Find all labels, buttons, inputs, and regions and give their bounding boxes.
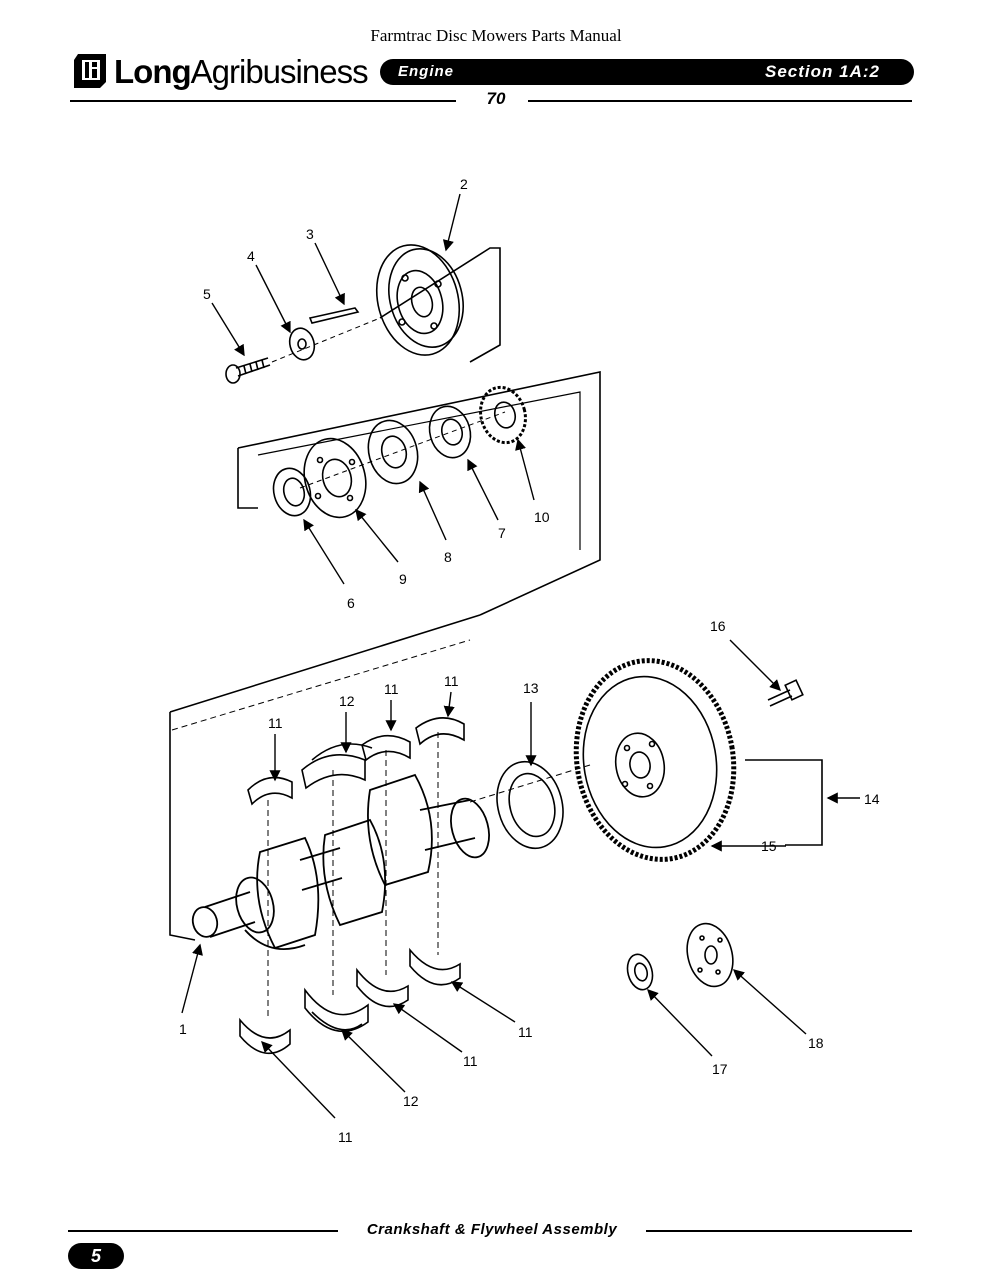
callout-12-lower: 12 — [403, 1093, 419, 1109]
callout-12-upper: 12 — [339, 693, 355, 709]
header-rule-left — [70, 100, 456, 102]
retainer-gasket — [367, 419, 419, 485]
pulley-washer — [288, 327, 316, 361]
callout-9: 9 — [399, 571, 407, 587]
rear-oil-seal — [496, 760, 564, 850]
callout-1: 1 — [179, 1021, 187, 1037]
pilot-bearing — [626, 953, 654, 991]
crankshaft — [191, 773, 490, 951]
callout-7: 7 — [498, 525, 506, 541]
callout-11-upper-3: 11 — [444, 673, 459, 689]
seal-group-outline — [237, 371, 601, 616]
callout-8: 8 — [444, 549, 452, 565]
logo-mark-icon — [74, 54, 106, 88]
callout-4: 4 — [247, 248, 255, 264]
assembly-title: Crankshaft & Flywheel Assembly — [366, 1221, 618, 1238]
pulley-bolt — [225, 357, 271, 384]
callout-16: 16 — [710, 618, 726, 634]
section-header-bar: Engine Section 1A:2 — [380, 59, 914, 85]
callout-11-lower-1: 11 — [518, 1024, 533, 1040]
front-seal — [272, 467, 312, 517]
header-rule-right — [528, 100, 912, 102]
brand-bold: Long — [114, 52, 192, 90]
callout-15: 15 — [761, 838, 777, 854]
manual-title: Farmtrac Disc Mowers Parts Manual — [370, 26, 622, 45]
flywheel-assembly — [573, 658, 737, 862]
footer-rule-right — [646, 1230, 912, 1232]
callout-13: 13 — [523, 680, 539, 696]
callout-6: 6 — [347, 595, 355, 611]
crankshaft-pulley — [375, 244, 464, 356]
callout-11-upper-2: 11 — [384, 681, 399, 697]
lower-bearing-shells — [239, 947, 461, 1055]
callout-11-lower-2: 11 — [463, 1053, 478, 1069]
callout-5: 5 — [203, 286, 211, 302]
page-reference: 70 — [486, 89, 506, 108]
callout-2: 2 — [460, 176, 468, 192]
brand-logo: LongAgribusiness — [70, 50, 369, 92]
oil-slinger — [428, 405, 472, 459]
callout-17: 17 — [712, 1061, 728, 1077]
callout-14: 14 — [864, 791, 880, 807]
callout-11-lower-3: 11 — [338, 1129, 353, 1145]
callout-10: 10 — [534, 509, 550, 525]
seal-retainer — [303, 437, 367, 519]
callout-11-upper-1: 11 — [268, 715, 283, 731]
crank-group-outline — [169, 614, 481, 941]
callout-18: 18 — [808, 1035, 824, 1051]
footer-rule-left — [68, 1230, 338, 1232]
page-number-badge: 5 — [68, 1243, 124, 1269]
callout-3: 3 — [306, 226, 314, 242]
flywheel-plate — [686, 922, 734, 988]
pulley-key — [308, 307, 360, 324]
brand-wordmark: LongAgribusiness — [114, 52, 369, 90]
header-category: Engine — [398, 63, 455, 80]
flywheel-bolt — [767, 679, 804, 707]
brand-regular: Agribusiness — [190, 52, 369, 90]
timing-gear — [479, 385, 527, 445]
header-section: Section 1A:2 — [765, 62, 880, 81]
